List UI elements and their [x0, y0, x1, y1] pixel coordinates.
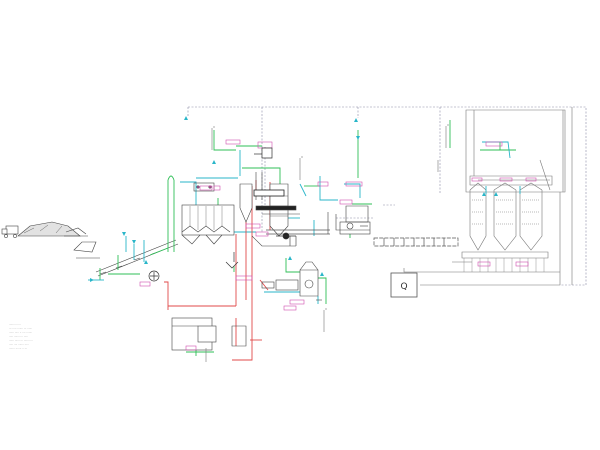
note-line: ········ ····· [9, 323, 21, 326]
control-signal-lines [187, 106, 587, 286]
mid-separator [327, 205, 371, 235]
note-line: ····· ···· ······· ····· [9, 343, 29, 346]
belt-conveyor [373, 237, 459, 247]
silo-2 [493, 182, 517, 251]
silo-1 [469, 182, 487, 251]
instrument-probes [205, 124, 449, 362]
pump-symbols [148, 147, 296, 282]
controller-label: Q [400, 282, 407, 292]
arrow-markers [90, 116, 498, 282]
note-line: ····· ········ ·· ····· [9, 335, 28, 338]
note-line: ······ ······ ··· ······· ··· [9, 339, 33, 342]
cyan-process-pipes [88, 141, 521, 304]
raw-material-pile [1, 221, 88, 238]
controller-box: Q [390, 272, 418, 298]
transfer-duct [266, 229, 330, 246]
rotary-dryer [181, 182, 235, 245]
process-notes: ········ ····· ··· ····· ······· ··· ···… [9, 323, 79, 351]
measurement-tags [139, 139, 537, 351]
note-line: ······· ······· ·· ··· [9, 347, 28, 350]
silo-roof-duct [465, 109, 566, 193]
silo-3 [519, 182, 543, 251]
hot-air-furnace [171, 317, 247, 351]
note-line: ··· ····· ······· ··· ······ [9, 327, 33, 330]
note-line: ······ ····· ·· ···· ······· [9, 331, 33, 334]
silo-return-lines [403, 107, 573, 286]
storage-silos [452, 182, 549, 272]
cyclone-column [239, 172, 300, 247]
induced-draft-fan [261, 261, 322, 301]
